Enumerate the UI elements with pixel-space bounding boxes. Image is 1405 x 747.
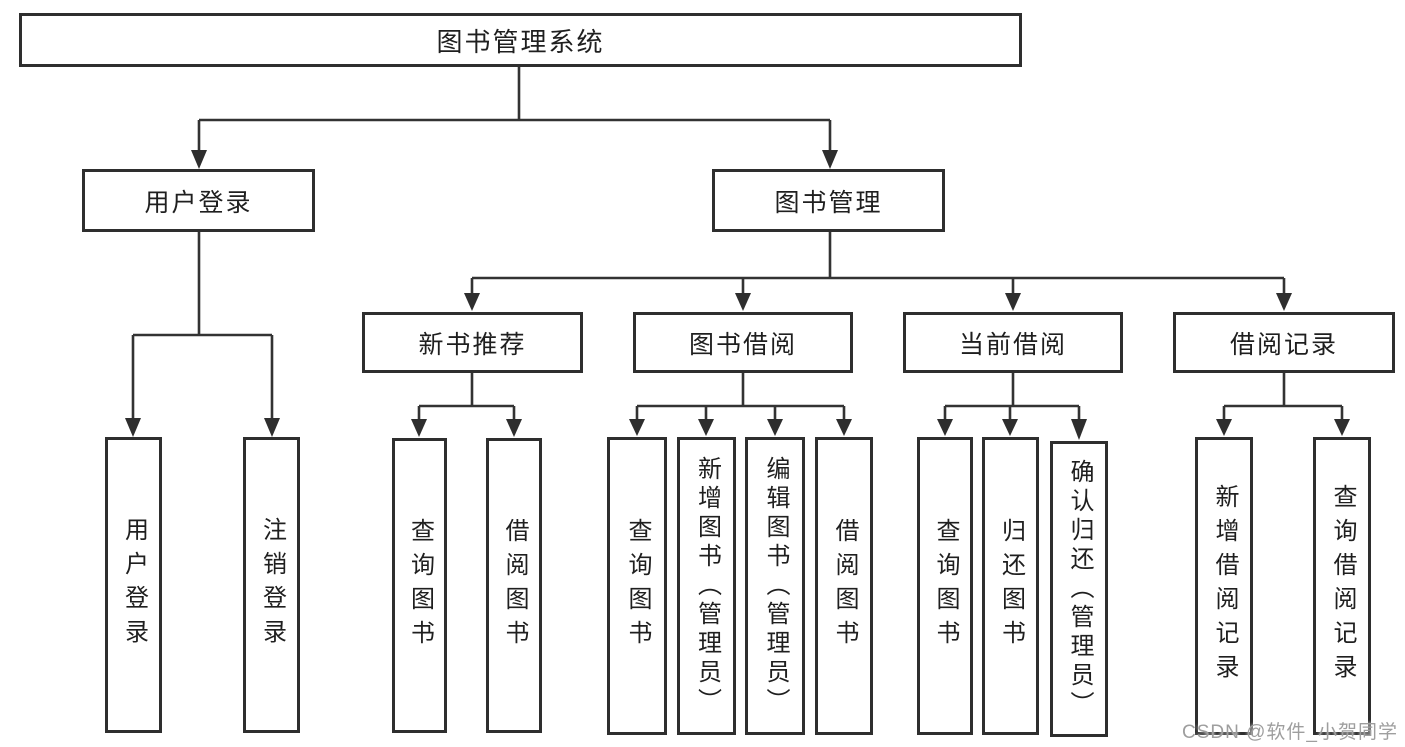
node-book-borrowing-label: 图书借阅 xyxy=(688,330,797,359)
leaf-borrow-books-2: 借阅图书 xyxy=(815,437,873,735)
leaf-query-books-2: 查询图书 xyxy=(607,437,667,735)
leaf-logout: 注销登录 xyxy=(243,437,300,733)
leaf-borrow-books: 借阅图书 xyxy=(486,438,542,733)
node-user-login-label: 用户登录 xyxy=(144,188,253,217)
node-borrowing-records-label: 借阅记录 xyxy=(1229,330,1338,359)
leaf-user-login: 用户登录 xyxy=(105,437,162,733)
node-library-management-system-label: 图书管理系统 xyxy=(436,26,605,57)
leaf-query-books-3: 查询图书 xyxy=(917,437,973,735)
leaf-borrow-books-label: 借阅图书 xyxy=(501,517,528,654)
leaf-query-books-3-label: 查询图书 xyxy=(932,518,959,654)
node-book-management: 图书管理 xyxy=(712,169,945,232)
node-book-borrowing: 图书借阅 xyxy=(633,312,853,373)
leaf-edit-books-admin-label: 编辑图书（管理员） xyxy=(762,455,789,717)
leaf-query-books: 查询图书 xyxy=(392,438,447,733)
leaf-add-books-admin-label: 新增图书（管理员） xyxy=(693,455,721,717)
leaf-borrow-books-2-label: 借阅图书 xyxy=(831,518,858,654)
leaf-query-books-label: 查询图书 xyxy=(406,517,434,654)
leaf-add-books-admin: 新增图书（管理员） xyxy=(677,437,736,735)
node-new-book-recommendation-label: 新书推荐 xyxy=(418,330,527,359)
node-borrowing-records: 借阅记录 xyxy=(1173,312,1395,373)
leaf-confirm-return-admin-label: 确认归还（管理员） xyxy=(1066,458,1093,720)
node-user-login: 用户登录 xyxy=(82,169,315,232)
leaf-edit-books-admin: 编辑图书（管理员） xyxy=(745,437,805,735)
node-book-management-label: 图书管理 xyxy=(774,188,883,217)
node-new-book-recommendation: 新书推荐 xyxy=(362,312,583,373)
csdn-watermark: CSDN @软件_小贺同学 xyxy=(1182,722,1398,743)
leaf-logout-label: 注销登录 xyxy=(258,517,286,653)
leaf-add-borrow-record-label: 新增借阅记录 xyxy=(1211,484,1238,688)
node-library-management-system: 图书管理系统 xyxy=(19,13,1022,67)
leaf-query-books-2-label: 查询图书 xyxy=(624,518,651,654)
arrowhead-icons xyxy=(125,150,1350,440)
leaf-add-borrow-record: 新增借阅记录 xyxy=(1195,437,1253,735)
leaf-query-borrow-record: 查询借阅记录 xyxy=(1313,437,1371,735)
leaf-confirm-return-admin: 确认归还（管理员） xyxy=(1050,441,1108,737)
node-current-borrowing-label: 当前借阅 xyxy=(958,330,1067,359)
leaf-return-books-label: 归还图书 xyxy=(997,518,1025,654)
leaf-query-borrow-record-label: 查询借阅记录 xyxy=(1329,484,1356,688)
leaf-return-books: 归还图书 xyxy=(982,437,1039,735)
node-current-borrowing: 当前借阅 xyxy=(903,312,1123,373)
leaf-user-login-label: 用户登录 xyxy=(120,517,148,653)
